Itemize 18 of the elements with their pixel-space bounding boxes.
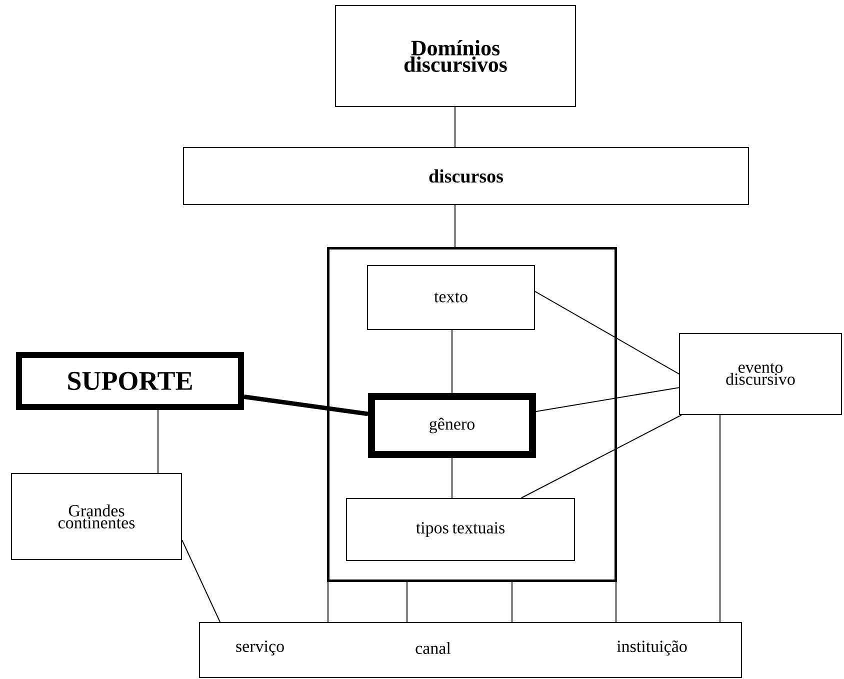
box: evento discursivo (679, 333, 842, 415)
container-box (327, 247, 617, 582)
inner-box: tipos textuais (346, 498, 575, 561)
thick-box: SUPORTE (16, 352, 244, 410)
connector-line (520, 414, 682, 498)
connector-line (182, 540, 220, 622)
box: Grandes continentes (11, 473, 182, 560)
thick-box: gênero (368, 393, 536, 458)
connector-line (244, 394, 368, 416)
box: Domínios discursivos (335, 5, 576, 107)
connector-line (534, 291, 680, 374)
connector-line (536, 387, 680, 412)
inner-box: texto (367, 265, 535, 330)
box: serviço canal instituição (199, 622, 742, 678)
connector-line (454, 106, 456, 148)
connector-line (406, 582, 408, 622)
box: discursos (183, 147, 749, 205)
connector-line (454, 204, 456, 248)
